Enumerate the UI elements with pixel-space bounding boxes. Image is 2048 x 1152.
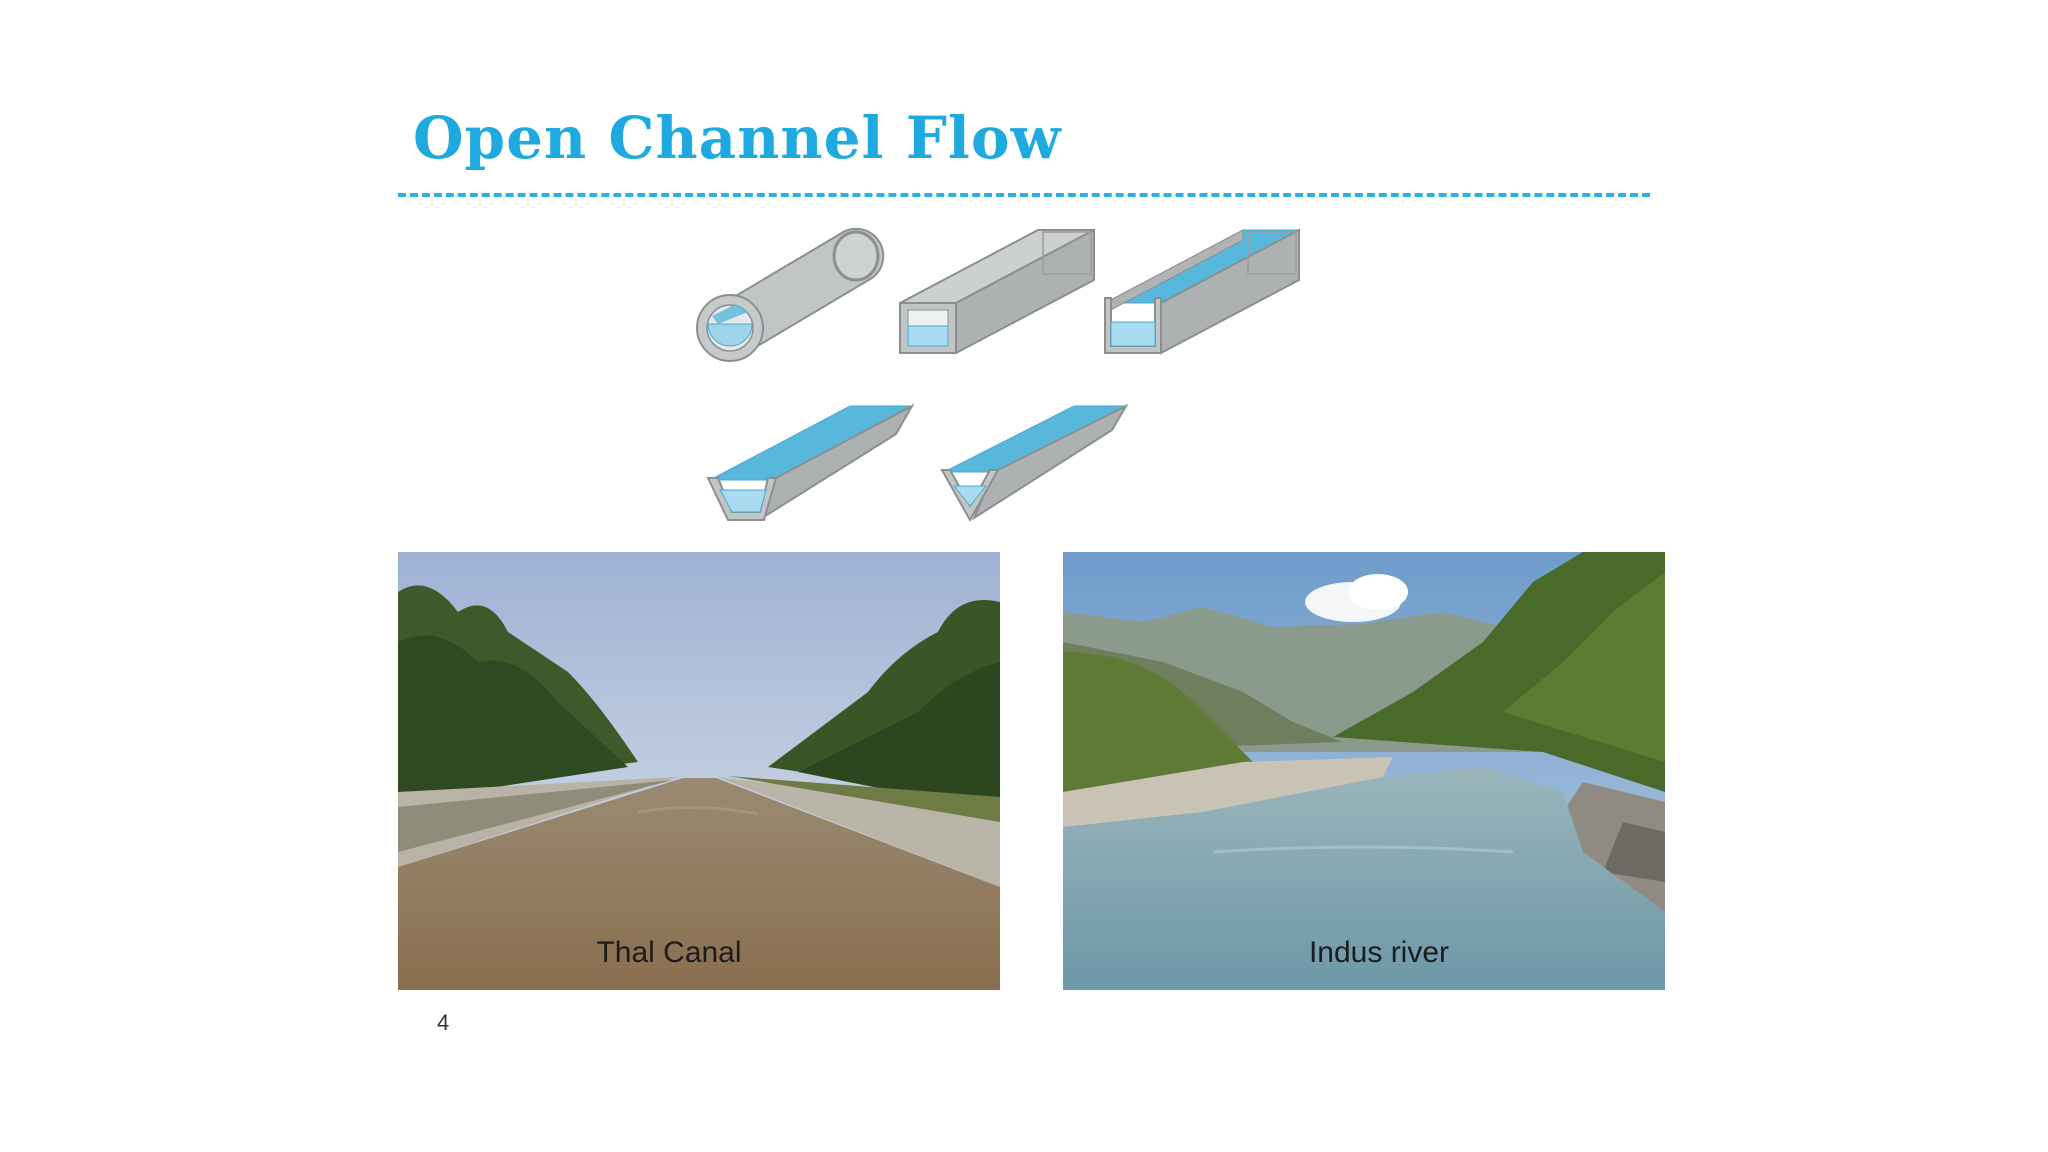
slide-title: Open Channel Flow	[413, 104, 1062, 172]
page-number: 4	[437, 1010, 450, 1035]
thal-canal-caption: Thal Canal	[596, 936, 742, 969]
closed-rectangular-conduit-diagram	[899, 228, 1095, 355]
triangular-channel-diagram	[940, 403, 1129, 523]
indus-river-caption: Indus river	[1308, 936, 1450, 969]
thal-canal-photo: Thal Canal	[398, 552, 1000, 990]
trapezoidal-channel-diagram	[706, 403, 915, 521]
open-rectangular-channel-diagram	[1104, 228, 1300, 355]
indus-river-photo: Indus river	[1063, 552, 1665, 990]
title-divider	[398, 193, 1650, 197]
circular-pipe-diagram	[696, 227, 885, 362]
